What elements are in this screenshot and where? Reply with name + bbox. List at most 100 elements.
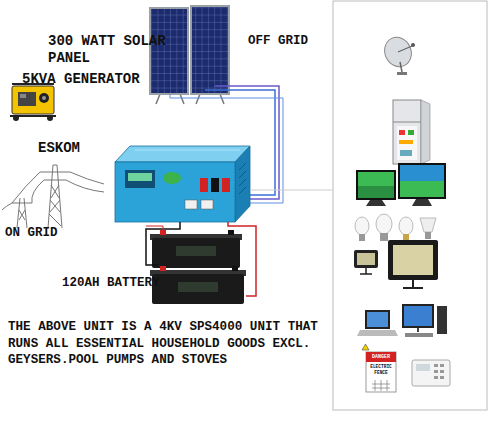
inverter-unit [200, 178, 208, 192]
sign-text: ELECTRIC FENCE [366, 364, 396, 375]
battery-icon [178, 282, 218, 292]
alarm-keypad-icon [440, 364, 444, 367]
television-icon [412, 199, 432, 206]
fridge-icon [399, 130, 405, 135]
fridge-icon [393, 100, 430, 164]
component-label: 300 WATT SOLAR PANEL [48, 33, 178, 67]
inverter-unit [185, 200, 197, 209]
floodlight-icon [360, 268, 372, 274]
fridge-icon [397, 126, 417, 160]
caption-text: THE ABOVE UNIT IS A 4KV SPS4000 UNIT THA… [8, 319, 330, 369]
generator-icon [12, 86, 54, 114]
inverter-unit [135, 150, 240, 151]
supply-line [250, 190, 333, 191]
computer-icon [405, 333, 433, 337]
danger-sign-icon [362, 344, 369, 350]
battery-wire [146, 226, 163, 230]
alarm-keypad-icon [412, 360, 450, 386]
appliance-panel [333, 1, 487, 410]
satellite-dish-icon [380, 33, 416, 71]
satellite-dish-icon [400, 62, 402, 72]
computer-icon [402, 304, 434, 328]
component-label: ESKOM [38, 140, 118, 156]
solar-panel-icon [220, 94, 224, 104]
fridge-icon [400, 150, 412, 156]
generator-icon [13, 115, 19, 121]
television-icon [358, 172, 394, 198]
floodlight-icon [403, 280, 423, 288]
appliance-panel [333, 1, 487, 410]
alarm-keypad-icon [434, 376, 438, 379]
power-pylon [2, 165, 104, 228]
component-label: 5KVA GENERATOR [22, 71, 162, 87]
power-pylon [19, 210, 25, 220]
solar-panel-icon [150, 8, 188, 94]
solar-panel-icon [180, 94, 184, 104]
floodlight-icon [388, 240, 438, 280]
inverter-unit [222, 178, 230, 192]
fridge-icon [421, 100, 430, 164]
power-pylon [12, 198, 32, 228]
danger-sign-icon [362, 344, 396, 392]
inverter-unit [125, 170, 155, 188]
light-bulb-icon [380, 233, 388, 241]
generator-icon [18, 92, 36, 106]
battery-icon [160, 230, 166, 235]
inverter-unit [211, 178, 219, 192]
mode-label: OFF GRID [248, 34, 338, 49]
power-pylon [40, 172, 70, 180]
battery-icon [232, 266, 238, 271]
danger-sign-icon [366, 352, 396, 362]
solar-panel-icon [156, 94, 160, 104]
fridge-icon [399, 140, 413, 144]
light-bulb-icon [420, 218, 436, 232]
alarm-keypad-icon [416, 364, 430, 371]
television-icon [356, 170, 396, 200]
computer-icon [357, 330, 398, 336]
television-icon [356, 163, 446, 206]
battery-icon [228, 230, 234, 235]
satellite-dish-icon [380, 33, 416, 75]
alarm-keypad-icon [412, 360, 450, 386]
supply-line [250, 190, 333, 191]
floodlight-icon [393, 245, 433, 275]
inverter-unit [235, 146, 250, 222]
battery-icon [160, 266, 166, 271]
computer-icon [357, 304, 447, 337]
light-bulb-icon [403, 234, 409, 241]
inverter-unit [163, 172, 181, 184]
computer-icon [367, 312, 388, 327]
satellite-dish-icon [411, 43, 415, 47]
floodlight-icon [354, 250, 378, 268]
battery-icon [152, 238, 240, 268]
danger-sign-icon [372, 380, 390, 391]
alarm-keypad-icon [434, 370, 438, 373]
power-pylon [48, 165, 62, 228]
television-icon [358, 186, 394, 198]
generator-icon [47, 115, 53, 121]
television-icon [398, 163, 446, 199]
generator-icon [20, 94, 26, 98]
fridge-icon [393, 100, 421, 164]
light-bulb-icon [376, 214, 392, 234]
solar-panel-icon [196, 94, 200, 104]
inverter-unit [115, 146, 250, 222]
floodlight-icon [354, 240, 438, 288]
inverter-unit [239, 163, 246, 194]
inverter-unit [115, 146, 250, 162]
alarm-keypad-icon [440, 376, 444, 379]
light-bulb-icon [425, 232, 431, 239]
satellite-dish-icon [398, 46, 412, 52]
generator-icon [39, 93, 49, 103]
television-icon [366, 200, 386, 206]
generator-icon [10, 84, 56, 121]
battery-icon [150, 230, 246, 304]
battery-wire [146, 222, 180, 265]
television-icon [400, 181, 444, 197]
light-bulb-icon [359, 234, 365, 241]
power-pylon [49, 185, 61, 226]
inverter-unit [201, 200, 213, 209]
fridge-icon [408, 130, 414, 135]
computer-icon [437, 306, 447, 334]
